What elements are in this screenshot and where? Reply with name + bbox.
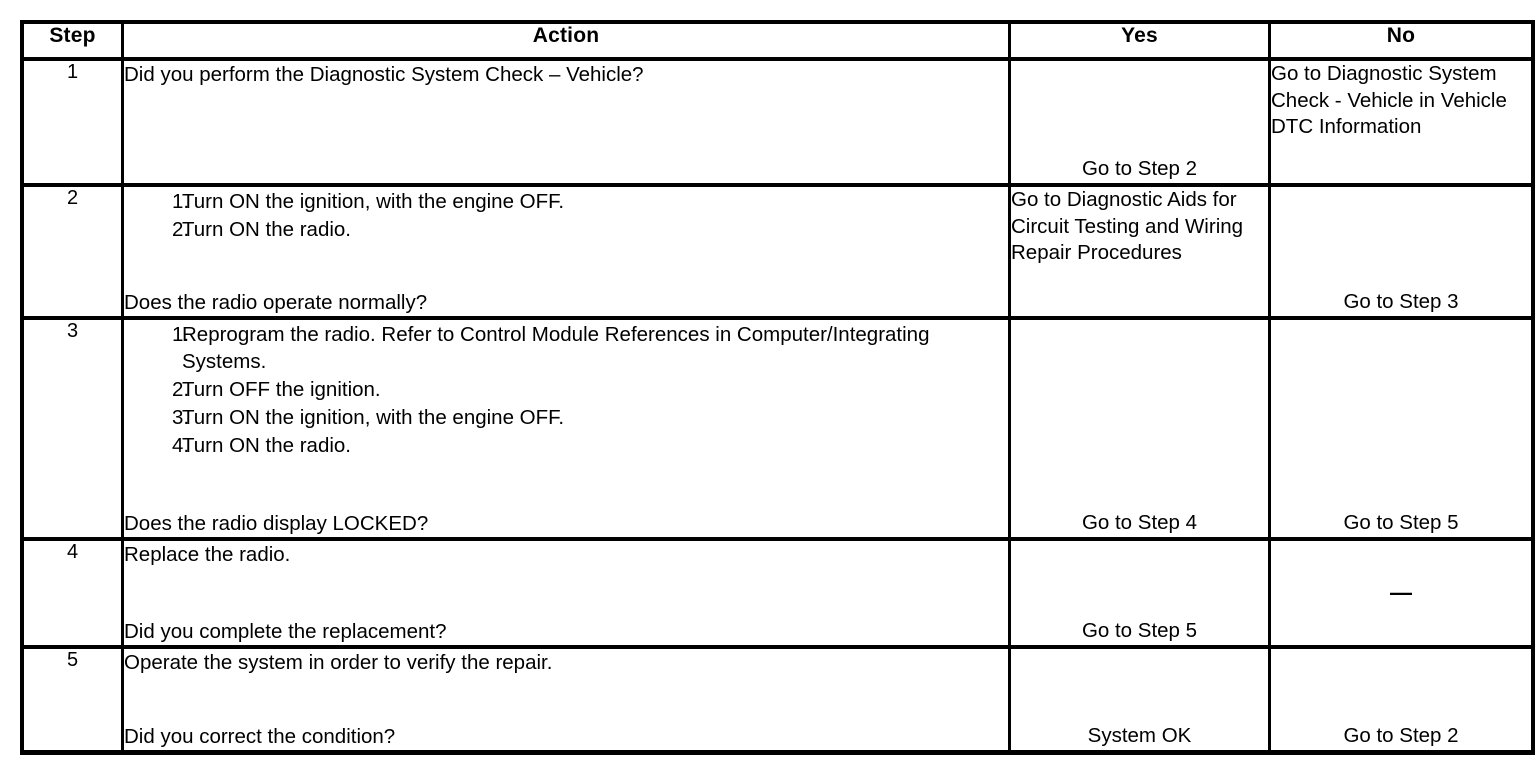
- yes-result-cell: System OK: [1008, 645, 1271, 755]
- result-content: Go to Step 5: [1011, 541, 1268, 645]
- action-cell: Operate the system in order to verify th…: [121, 645, 1011, 755]
- action-step-item: 1.Reprogram the radio. Refer to Control …: [124, 321, 1008, 375]
- action-step-list: 1.Reprogram the radio. Refer to Control …: [124, 321, 1008, 460]
- result-text: System OK: [1087, 724, 1192, 748]
- action-content: 1.Turn ON the ignition, with the engine …: [124, 187, 1008, 316]
- action-lead-text: Replace the radio.: [124, 543, 291, 566]
- result-content: System OK: [1011, 649, 1268, 750]
- step-number-cell: 3: [20, 316, 124, 541]
- step-number-cell: 1: [20, 57, 124, 187]
- result-content: Go to Step 2: [1271, 649, 1531, 750]
- step-number-cell: 2: [20, 183, 124, 320]
- result-content: —: [1271, 541, 1531, 645]
- result-text: Go to Step 5: [1081, 619, 1198, 643]
- action-step-number: 3.: [172, 406, 190, 430]
- result-text: Go to Step 5: [1343, 511, 1459, 535]
- column-header-step: Step: [20, 20, 124, 61]
- action-step-text: Reprogram the radio. Refer to Control Mo…: [182, 323, 930, 374]
- no-result-cell: Go to Step 5: [1268, 316, 1535, 541]
- action-step-item: 4.Turn ON the radio.: [124, 432, 1008, 459]
- action-step-list: 1.Turn ON the ignition, with the engine …: [124, 188, 1008, 244]
- action-cell: Replace the radio. Did you complete the r…: [121, 537, 1011, 649]
- no-result-cell: Go to Step 2: [1268, 645, 1535, 755]
- action-cell: 1.Turn ON the ignition, with the engine …: [121, 183, 1011, 320]
- action-step-text: Turn ON the ignition, with the engine OF…: [182, 190, 565, 213]
- table-header: Step Action Yes No: [20, 20, 1535, 61]
- action-content: Operate the system in order to verify th…: [124, 649, 1008, 750]
- action-step-item: 1.Turn ON the ignition, with the engine …: [124, 188, 1008, 215]
- step-number-cell: 5: [20, 645, 124, 755]
- result-text: Go to Diagnostic System Check - Vehicle …: [1271, 62, 1507, 139]
- result-text: Go to Step 3: [1343, 290, 1459, 314]
- action-step-number: 4.: [172, 434, 190, 458]
- action-content: Did you perform the Diagnostic System Ch…: [124, 61, 1008, 183]
- no-result-cell: —: [1268, 537, 1535, 649]
- action-cell: 1.Reprogram the radio. Refer to Control …: [121, 316, 1011, 541]
- action-cell: Did you perform the Diagnostic System Ch…: [121, 57, 1011, 187]
- yes-result-cell: Go to Diagnostic Aids for Circuit Testin…: [1008, 183, 1271, 320]
- action-step-number: 2.: [172, 218, 190, 242]
- result-text: Go to Step 2: [1343, 724, 1459, 748]
- no-result-cell: Go to Diagnostic System Check - Vehicle …: [1268, 57, 1535, 187]
- no-action-dash: —: [1390, 580, 1412, 605]
- header-row: Step Action Yes No: [20, 20, 1535, 61]
- action-question-text: Does the radio operate normally?: [124, 290, 428, 314]
- result-content: Go to Step 2: [1011, 61, 1268, 183]
- column-header-action: Action: [121, 20, 1011, 61]
- yes-result-cell: Go to Step 2: [1008, 57, 1271, 187]
- step-number-cell: 4: [20, 537, 124, 649]
- action-lead-text: Operate the system in order to verify th…: [124, 651, 553, 674]
- action-lead-text: Did you perform the Diagnostic System Ch…: [124, 63, 644, 86]
- yes-result-cell: Go to Step 4: [1008, 316, 1271, 541]
- result-text: Go to Diagnostic Aids for Circuit Testin…: [1011, 188, 1244, 265]
- action-question-text: Did you complete the replacement?: [124, 619, 447, 643]
- action-step-number: 1.: [172, 323, 190, 346]
- action-step-number: 1.: [172, 190, 190, 213]
- action-step-text: Turn ON the radio.: [182, 434, 352, 458]
- action-step-item: 2.Turn OFF the ignition.: [124, 376, 1008, 403]
- action-step-item: 2.Turn ON the radio.: [124, 216, 1008, 243]
- action-step-item: 3.Turn ON the ignition, with the engine …: [124, 404, 1008, 431]
- action-step-number: 2.: [172, 378, 190, 402]
- result-content: Go to Diagnostic System Check - Vehicle …: [1271, 61, 1531, 183]
- action-content: 1.Reprogram the radio. Refer to Control …: [124, 320, 1008, 537]
- action-question-text: Did you correct the condition?: [124, 724, 396, 748]
- result-text: Go to Step 4: [1081, 511, 1198, 535]
- result-content: Go to Step 4: [1011, 320, 1268, 537]
- result-content: Go to Step 3: [1271, 187, 1531, 316]
- column-header-no: No: [1268, 20, 1535, 61]
- yes-result-cell: Go to Step 5: [1008, 537, 1271, 649]
- action-question-text: Does the radio display LOCKED?: [124, 511, 429, 535]
- result-text: Go to Step 2: [1081, 157, 1198, 181]
- result-content: Go to Step 5: [1271, 320, 1531, 537]
- result-content: Go to Diagnostic Aids for Circuit Testin…: [1011, 187, 1268, 316]
- action-step-text: Turn ON the radio.: [182, 218, 352, 242]
- action-content: Replace the radio. Did you complete the r…: [124, 541, 1008, 645]
- no-result-cell: Go to Step 3: [1268, 183, 1535, 320]
- action-step-text: Turn OFF the ignition.: [182, 378, 381, 402]
- column-header-yes: Yes: [1008, 20, 1271, 61]
- action-step-text: Turn ON the ignition, with the engine OF…: [182, 406, 565, 430]
